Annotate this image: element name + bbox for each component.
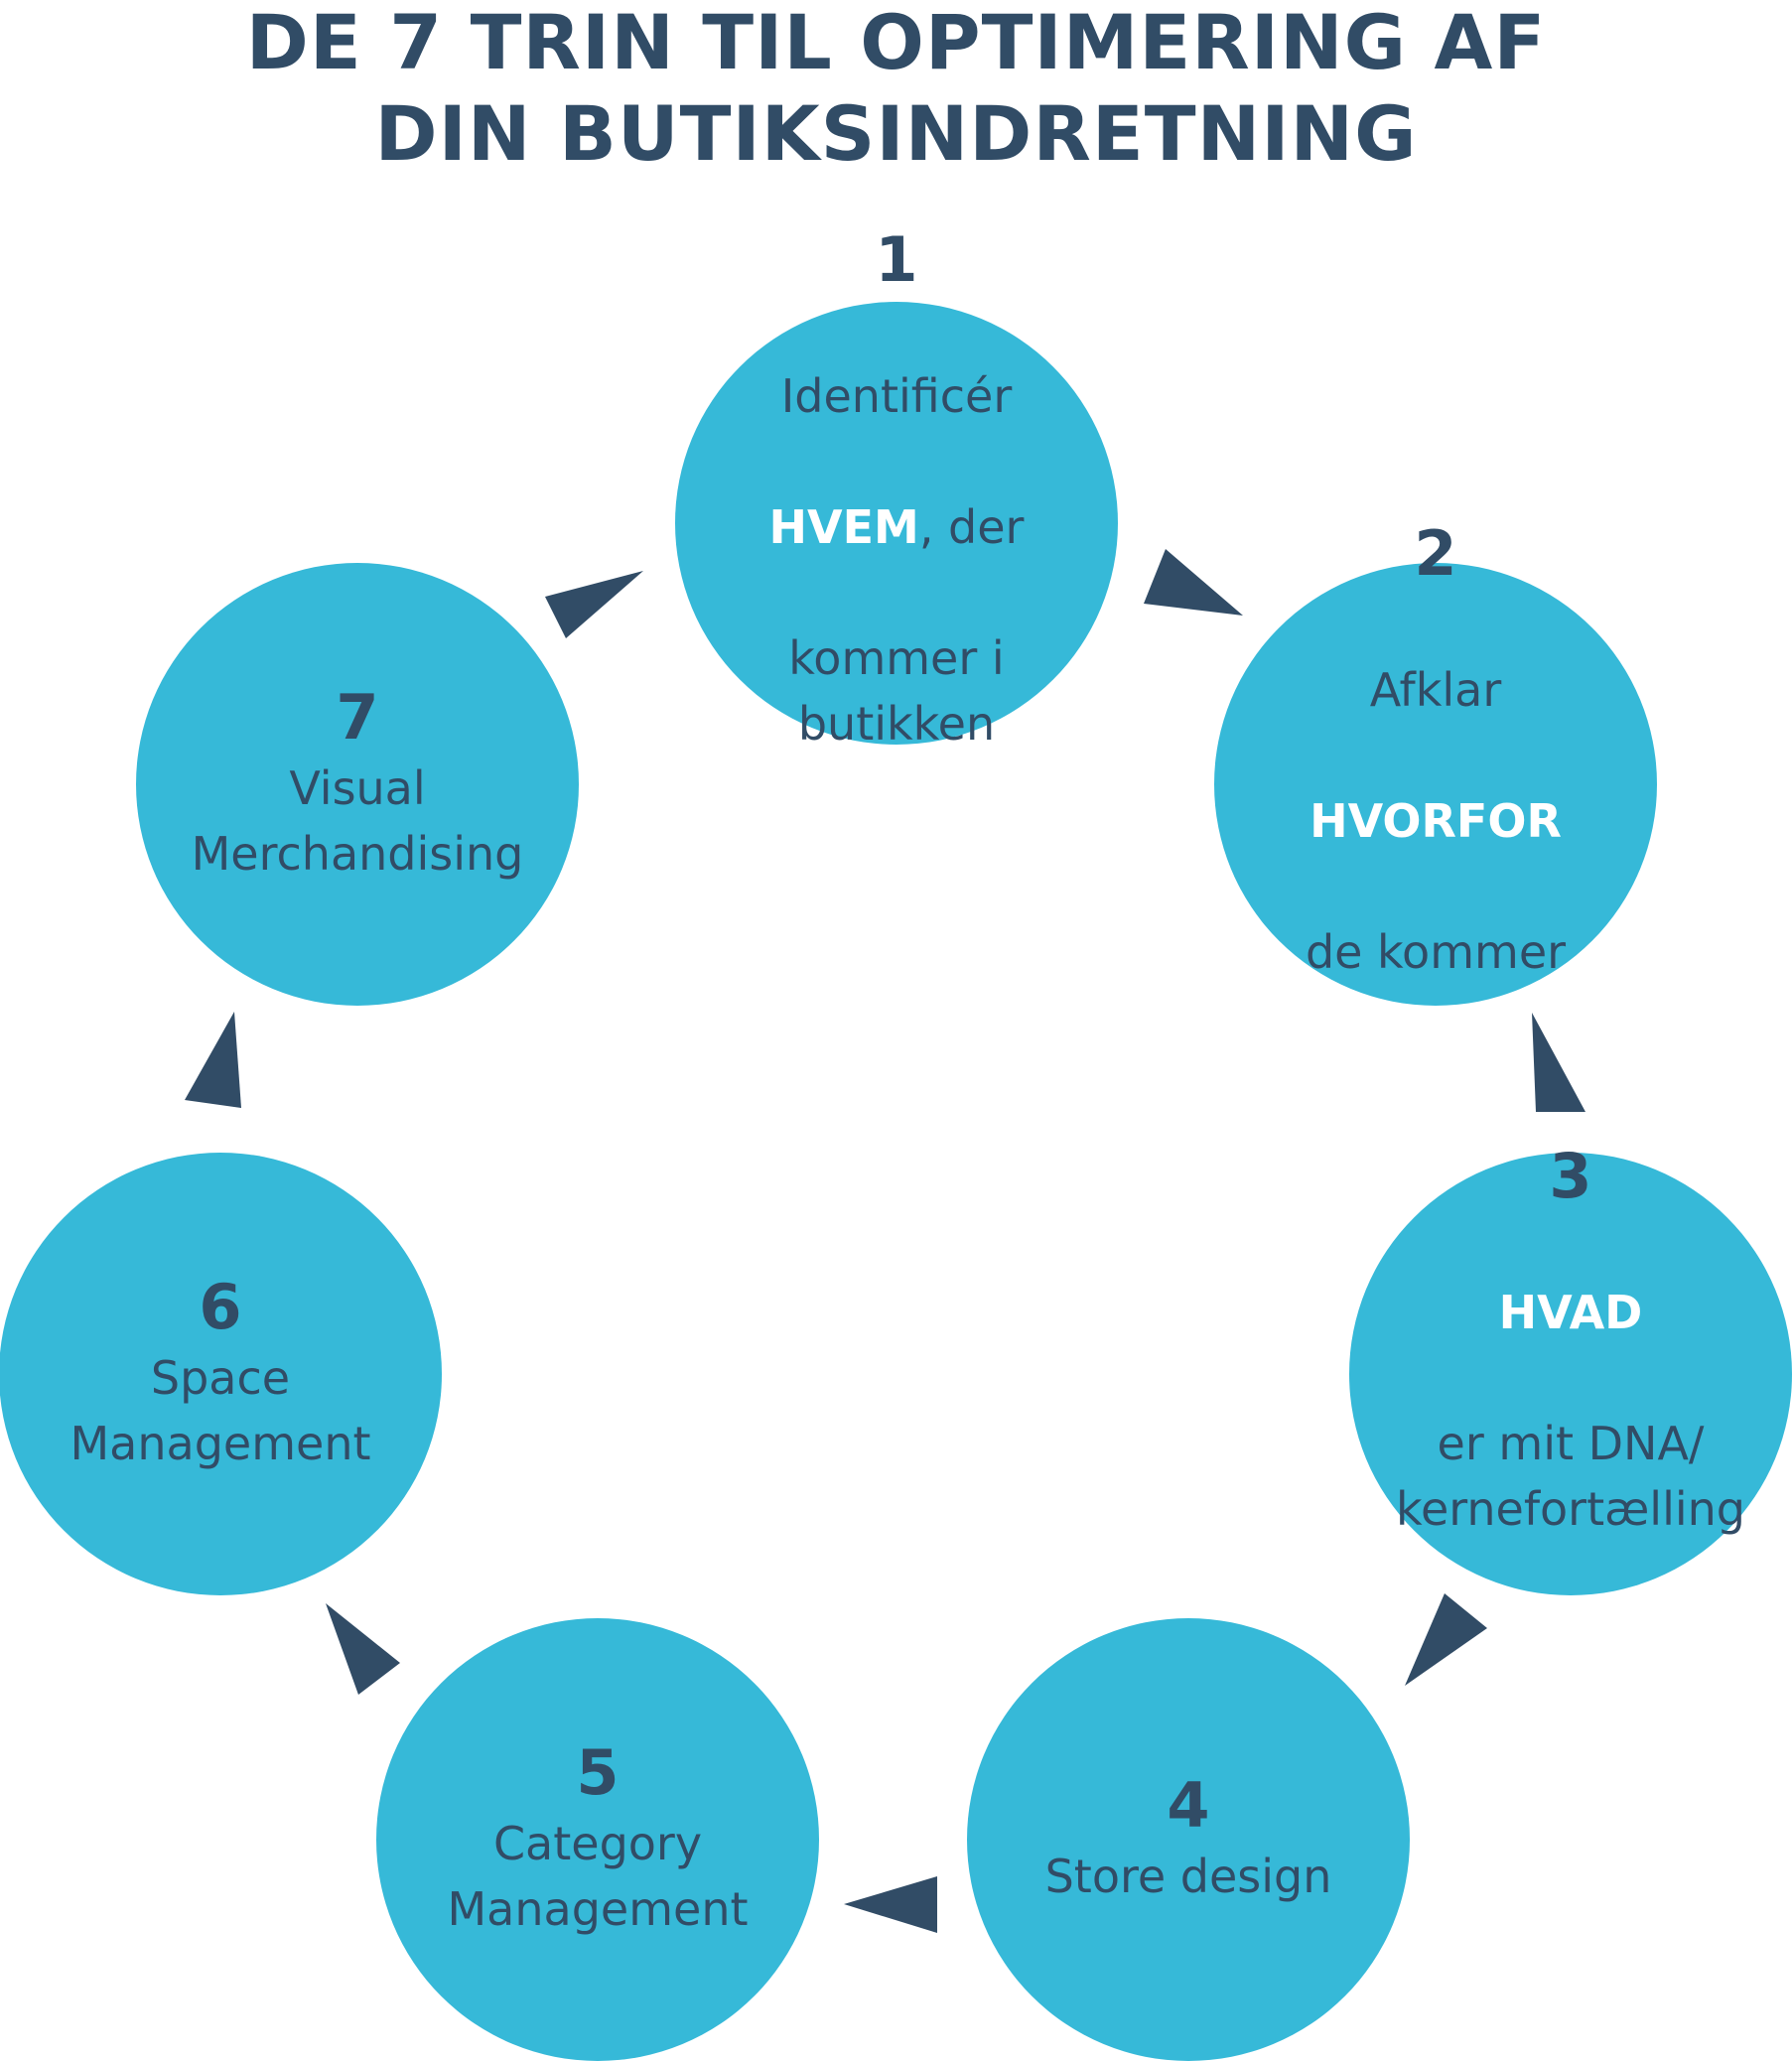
title-line-1: DE 7 TRIN TIL OPTIMERING AF (245, 0, 1547, 86)
step-2-text: Afklar HVORFOR de kommer (1306, 592, 1566, 1050)
step-6-number: 6 (199, 1271, 242, 1343)
arrow-4-to-5 (844, 1876, 937, 1933)
arrow-3-to-4 (1405, 1593, 1487, 1686)
step-1-line-1: Identificér (780, 369, 1013, 423)
step-5-number: 5 (576, 1736, 620, 1809)
step-3-text: HVAD er mit DNA/ kernefortælling (1396, 1214, 1745, 1607)
step-3-circle: 3 HVAD er mit DNA/ kernefortælling (1349, 1141, 1792, 1595)
step-3-emphasis: HVAD (1498, 1286, 1643, 1339)
step-1-emphasis: HVEM (768, 500, 919, 554)
step-7-text: Visual Merchandising (191, 761, 524, 881)
arrow-7-to-1 (545, 571, 643, 638)
title-line-2: DIN BUTIKSINDRETNING (374, 89, 1418, 178)
step-2-number: 2 (1414, 517, 1457, 590)
step-1-number: 1 (875, 223, 918, 296)
step-1-line-2: HVEM, der (769, 494, 1025, 560)
arrow-2-to-3 (1532, 1013, 1585, 1112)
step-5-text: Category Management (447, 1817, 749, 1936)
step-2-line-3: de kommer (1305, 925, 1567, 979)
step-7-circle: 7 Visual Merchandising (136, 563, 579, 1006)
step-2-line-1: Afklar (1369, 663, 1502, 717)
step-5-circle: 5 Category Management (376, 1618, 819, 2061)
arrow-5-to-6 (326, 1603, 400, 1695)
step-7-number: 7 (336, 681, 379, 754)
step-4-text: Store design (1044, 1850, 1332, 1903)
step-1-line-2-rest: , der (918, 500, 1025, 554)
step-1-text: Identificér HVEM, der kommer i butikken (769, 298, 1025, 822)
step-1-circle: 1 Identificér HVEM, der kommer i butikke… (675, 224, 1118, 751)
step-4-circle: 4 Store design (967, 1618, 1410, 2061)
step-6-text: Space Management (69, 1351, 371, 1470)
arrow-6-to-7 (185, 1012, 241, 1108)
step-1-line-3: kommer i butikken (788, 631, 1005, 751)
step-2-emphasis: HVORFOR (1310, 794, 1562, 848)
arrow-1-to-2 (1144, 549, 1243, 616)
step-3-number: 3 (1549, 1140, 1592, 1212)
step-2-circle: 2 Afklar HVORFOR de kommer (1214, 518, 1657, 1006)
step-4-number: 4 (1167, 1769, 1210, 1842)
step-3-line-2: er mit DNA/ kernefortælling (1395, 1417, 1745, 1536)
step-6-circle: 6 Space Management (0, 1153, 442, 1595)
